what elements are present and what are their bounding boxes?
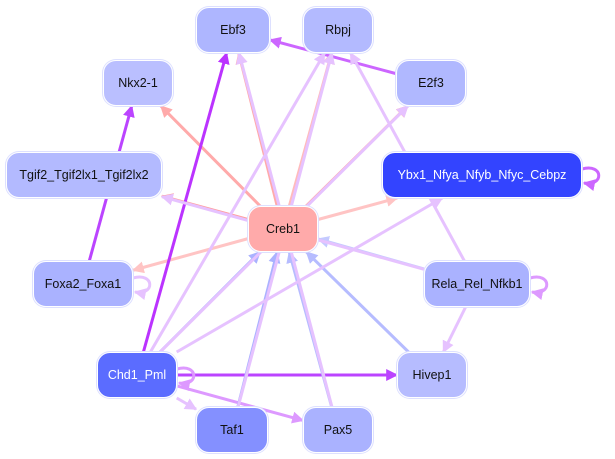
node-ebf3[interactable]: Ebf3: [196, 7, 270, 53]
edge-Hivep1-to-Creb1: [305, 250, 410, 354]
node-rela[interactable]: Rela_Rel_Nfkb1: [424, 261, 530, 307]
edge-Chd1-to-Taf1: [175, 396, 198, 411]
edge-Chd1-to-Chd1: [176, 366, 196, 391]
edge-Foxa2-to-Foxa2: [132, 275, 152, 300]
node-rbpj[interactable]: Rbpj: [303, 7, 373, 53]
node-ybx1[interactable]: Ybx1_Nfya_Nfyb_Nfyc_Cebpz: [382, 152, 582, 198]
edge-Chd1-to-Rbpj: [149, 51, 326, 353]
edge-Chd1-to-Ybx1: [175, 196, 444, 354]
edge-Ybx1-to-Ybx1: [581, 166, 601, 191]
node-creb1[interactable]: Creb1: [248, 206, 318, 252]
node-nkx2-1[interactable]: Nkx2-1: [103, 60, 173, 106]
edge-Rela-to-Rela: [529, 275, 549, 300]
node-hivep1[interactable]: Hivep1: [397, 352, 467, 398]
node-taf1[interactable]: Taf1: [196, 407, 268, 453]
edge-Rela-to-Hivep1: [442, 306, 467, 354]
node-foxa2[interactable]: Foxa2_Foxa1: [33, 261, 133, 307]
node-chd1[interactable]: Chd1_Pml: [97, 352, 177, 398]
node-tgif2[interactable]: Tgif2_Tgif2lx1_Tgif2lx2: [6, 152, 162, 198]
node-pax5[interactable]: Pax5: [303, 407, 373, 453]
edge-Creb1-to-Ybx1: [317, 195, 399, 221]
edge-Creb1-to-Foxa2: [131, 237, 249, 274]
node-e2f3[interactable]: E2f3: [396, 60, 466, 106]
